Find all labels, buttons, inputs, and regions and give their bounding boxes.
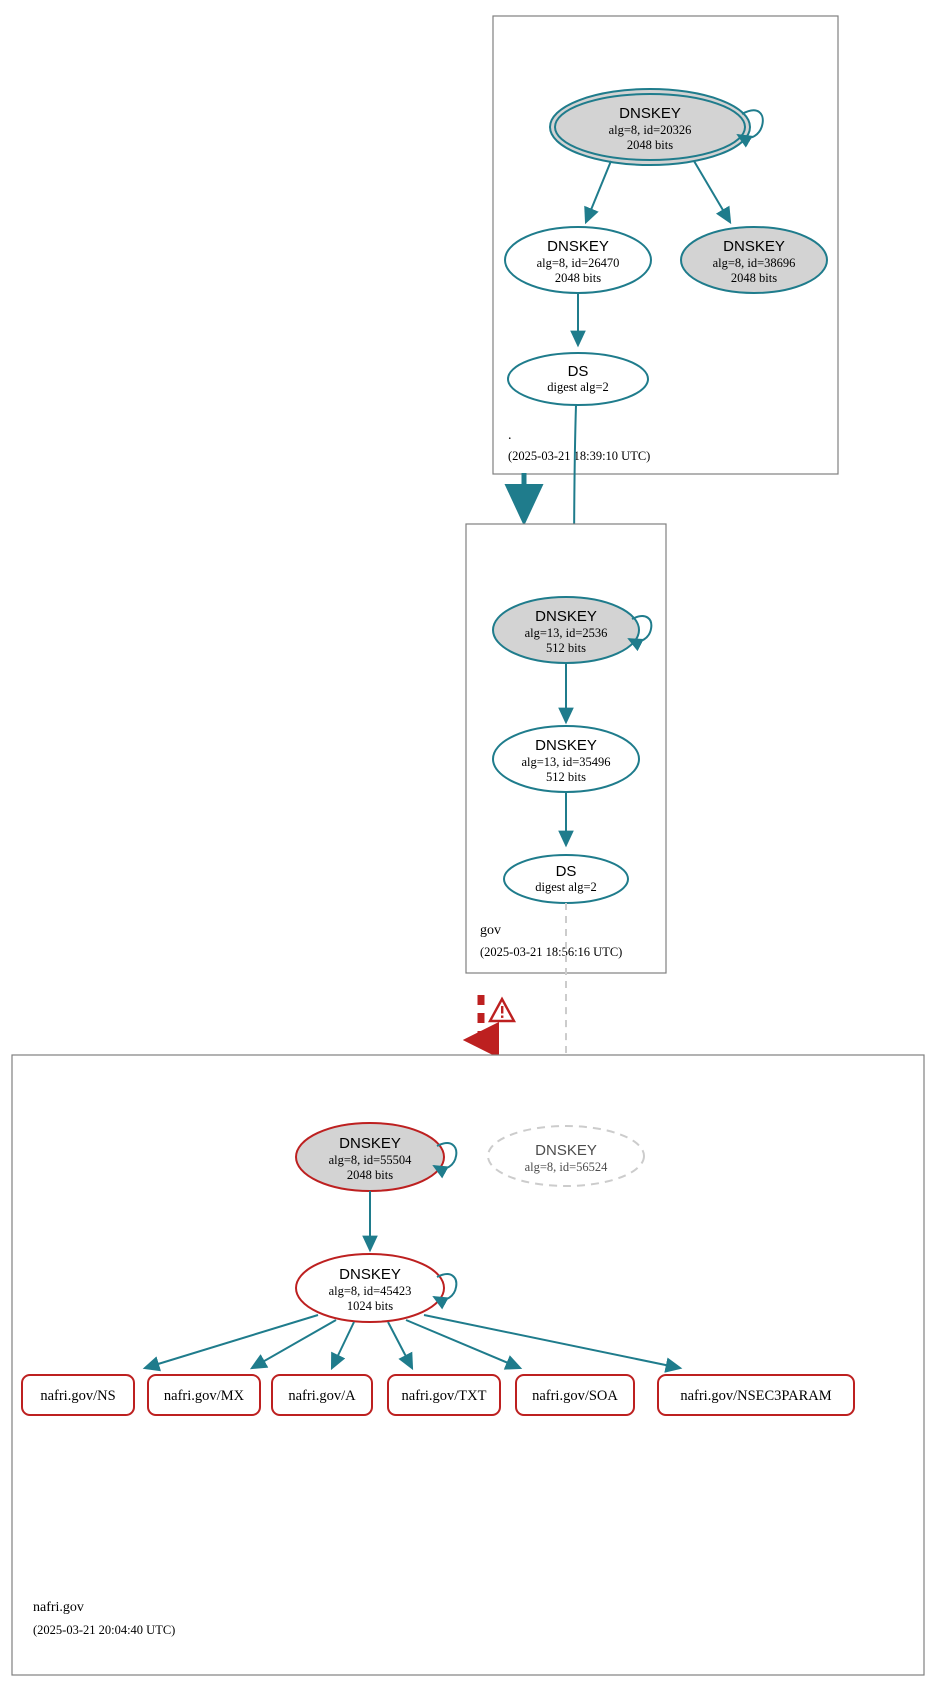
node-gov-zsk-title: DNSKEY	[535, 737, 597, 754]
rrset-label-a: nafri.gov/A	[288, 1388, 356, 1404]
node-root-ksk[interactable]: DNSKEY alg=8, id=20326 2048 bits	[549, 88, 764, 166]
self-signature-loop-root-ksk	[736, 109, 764, 148]
node-nafri-ksk[interactable]: DNSKEY alg=8, id=55504 2048 bits	[295, 1122, 458, 1192]
edge-nafri-zsk-to-rr-nsec3param	[423, 1314, 683, 1373]
self-signature-loop-gov-ksk	[627, 615, 653, 652]
zone-label-nafri-gov: nafri.gov	[33, 1600, 84, 1615]
node-root-ds[interactable]: DS digest alg=2	[507, 352, 649, 406]
node-nafri-zsk-line2: alg=8, id=45423	[329, 1284, 412, 1298]
node-nafri-zsk-title: DNSKEY	[339, 1266, 401, 1283]
zone-timestamp-nafri-gov: (2025-03-21 20:04:40 UTC)	[33, 1623, 175, 1637]
rrset-label-ns: nafri.gov/NS	[40, 1388, 115, 1404]
node-gov-ksk-line2: alg=13, id=2536	[525, 626, 608, 640]
node-gov-ds-line2: digest alg=2	[535, 880, 597, 894]
node-nafri-zsk[interactable]: DNSKEY alg=8, id=45423 1024 bits	[295, 1253, 458, 1323]
node-gov-zsk-line2: alg=13, id=35496	[521, 755, 610, 769]
node-root-ksk-title: DNSKEY	[619, 105, 681, 122]
edge-nafri-zsk-to-rr-mx	[249, 1319, 337, 1370]
rrset-label-soa: nafri.gov/SOA	[532, 1388, 618, 1404]
node-root-ksk-line3: 2048 bits	[627, 138, 673, 152]
zone-timestamp-root: (2025-03-21 18:39:10 UTC)	[508, 449, 650, 463]
edge-root-ksk-to-root-zsk	[584, 160, 612, 225]
node-root-ds-line2: digest alg=2	[547, 380, 609, 394]
zone-timestamp-gov: (2025-03-21 18:56:16 UTC)	[480, 945, 622, 959]
rrset-node-soa[interactable]: nafri.gov/SOA	[515, 1374, 635, 1416]
node-nafri-ksk-line3: 2048 bits	[347, 1168, 393, 1182]
node-root-key-38696[interactable]: DNSKEY alg=8, id=38696 2048 bits	[680, 226, 828, 294]
node-gov-ds[interactable]: DS digest alg=2	[503, 854, 629, 904]
rrset-label-mx: nafri.gov/MX	[164, 1388, 245, 1404]
edge-nafri-zsk-to-rr-a	[330, 1321, 355, 1371]
node-gov-ksk-title: DNSKEY	[535, 608, 597, 625]
node-root-ksk-line2: alg=8, id=20326	[609, 123, 692, 137]
self-signature-loop-nafri-zsk	[432, 1273, 458, 1310]
zone-label-root: .	[508, 428, 512, 443]
node-nafri-zsk-line3: 1024 bits	[347, 1299, 393, 1313]
rrset-node-nsec3param[interactable]: nafri.gov/NSEC3PARAM	[657, 1374, 855, 1416]
node-root-zsk-line3: 2048 bits	[555, 271, 601, 285]
node-root-key-38696-line2: alg=8, id=38696	[713, 256, 796, 270]
edge-nafri-zsk-to-rr-txt	[387, 1321, 414, 1371]
node-nafri-phantom-title: DNSKEY	[535, 1142, 597, 1159]
node-root-zsk-line2: alg=8, id=26470	[537, 256, 620, 270]
node-gov-ds-title: DS	[556, 863, 577, 880]
self-signature-loop-nafri-ksk	[432, 1142, 458, 1179]
zone-label-gov: gov	[480, 923, 501, 938]
node-gov-zsk[interactable]: DNSKEY alg=13, id=35496 512 bits	[492, 725, 640, 793]
node-gov-zsk-line3: 512 bits	[546, 770, 586, 784]
node-gov-ksk-line3: 512 bits	[546, 641, 586, 655]
edge-nafri-zsk-to-rr-ns	[142, 1314, 319, 1372]
edge-nafri-zsk-to-rr-soa	[405, 1319, 523, 1370]
node-root-key-38696-title: DNSKEY	[723, 238, 785, 255]
rrset-node-a[interactable]: nafri.gov/A	[271, 1374, 373, 1416]
rrset-node-ns[interactable]: nafri.gov/NS	[21, 1374, 135, 1416]
node-nafri-ksk-line2: alg=8, id=55504	[329, 1153, 413, 1167]
rrset-node-mx[interactable]: nafri.gov/MX	[147, 1374, 261, 1416]
rrset-node-txt[interactable]: nafri.gov/TXT	[387, 1374, 501, 1416]
node-nafri-ksk-title: DNSKEY	[339, 1135, 401, 1152]
node-root-zsk-title: DNSKEY	[547, 238, 609, 255]
node-root-zsk[interactable]: DNSKEY alg=8, id=26470 2048 bits	[504, 226, 652, 294]
node-gov-ksk[interactable]: DNSKEY alg=13, id=2536 512 bits	[492, 596, 653, 664]
node-root-ds-title: DS	[568, 363, 589, 380]
rrset-label-txt: nafri.gov/TXT	[402, 1388, 487, 1404]
node-nafri-phantom-line2: alg=8, id=56524	[525, 1160, 609, 1174]
node-root-key-38696-line3: 2048 bits	[731, 271, 777, 285]
rrset-label-nsec3param: nafri.gov/NSEC3PARAM	[680, 1388, 831, 1404]
node-nafri-phantom-dnskey[interactable]: DNSKEY alg=8, id=56524	[487, 1125, 645, 1187]
zone-box-nafri-gov	[11, 1054, 925, 1676]
edge-root-ksk-to-root-key-38696	[693, 160, 732, 225]
warning-triangle-icon	[487, 996, 517, 1023]
